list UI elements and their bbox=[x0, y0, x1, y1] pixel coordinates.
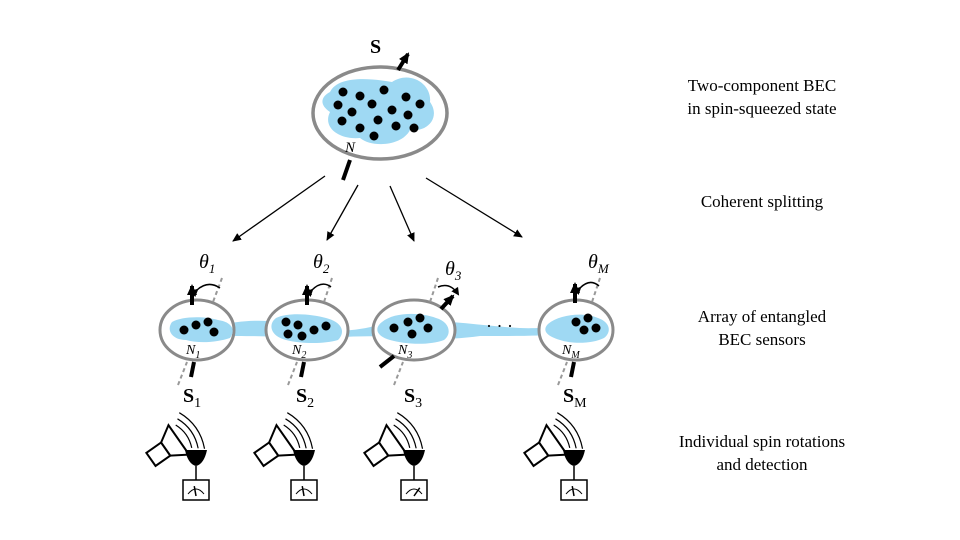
detector-dish-icon bbox=[185, 450, 207, 466]
speaker-wave-1 bbox=[283, 424, 301, 449]
sensor-m: θM NM SM bbox=[537, 251, 615, 411]
detector-dish-icon bbox=[403, 450, 425, 466]
sensor-m-spin-tail bbox=[569, 361, 576, 378]
sensor-m-rotated-axis bbox=[591, 277, 601, 303]
sensor-2-rotated-axis bbox=[323, 277, 333, 303]
meter-scale bbox=[187, 488, 205, 495]
sensor-3-s-label: S3 bbox=[404, 385, 422, 411]
sensor-1-rotated-axis bbox=[212, 277, 223, 303]
speaker-wave-1 bbox=[553, 424, 571, 449]
label-splitting: Coherent splitting bbox=[701, 192, 824, 211]
meter-box-icon bbox=[182, 479, 210, 501]
detector-dish-icon bbox=[293, 450, 315, 466]
speaker-icon bbox=[522, 412, 584, 468]
speaker-wave-1 bbox=[175, 424, 193, 449]
main-spin-label: S bbox=[370, 36, 381, 58]
sensor-1-cloud bbox=[169, 317, 233, 343]
speaker-icon bbox=[144, 412, 206, 468]
label-detect-line2: and detection bbox=[716, 455, 808, 474]
sensor-m-atoms bbox=[571, 313, 601, 335]
meter-needle bbox=[301, 486, 305, 497]
meter-box-icon bbox=[400, 479, 428, 501]
sensor-1-spin-tail bbox=[189, 361, 196, 378]
detection-units bbox=[144, 412, 588, 501]
speaker-wave-3 bbox=[556, 412, 584, 449]
speaker-wave-2 bbox=[285, 418, 307, 449]
sensor-m-cloud bbox=[545, 314, 609, 343]
meter-scale bbox=[565, 488, 583, 495]
sensor-1-axis-lower bbox=[177, 361, 188, 386]
split-arrow-3 bbox=[389, 185, 415, 242]
sensor-3-spin-arrow bbox=[439, 294, 455, 311]
splitting-arrows bbox=[232, 175, 523, 242]
meter-needle bbox=[413, 487, 421, 497]
sensor-3-theta: θ3 bbox=[445, 258, 462, 283]
meter-box-icon bbox=[290, 479, 318, 501]
sensor-m-rotation-arc bbox=[572, 281, 600, 296]
meter-scale bbox=[295, 488, 313, 495]
sensor-2-axis-lower bbox=[287, 361, 298, 386]
sensor-3-n-label: N3 bbox=[397, 343, 412, 361]
split-arrow-4 bbox=[425, 177, 523, 238]
sensor-2-rotation-arc bbox=[304, 283, 332, 298]
label-bec-line1: Two-component BEC bbox=[688, 76, 836, 95]
label-detect-line1: Individual spin rotations bbox=[679, 432, 845, 451]
meter-scale bbox=[405, 488, 423, 495]
detection-unit-1 bbox=[144, 412, 210, 501]
main-bec: S N bbox=[311, 36, 449, 181]
sensor-3-atoms bbox=[389, 313, 433, 339]
meter-box-icon bbox=[560, 479, 588, 501]
sensor-2-s-label: S2 bbox=[296, 385, 314, 411]
detector-dish-icon bbox=[563, 450, 585, 466]
detection-unit-4 bbox=[522, 412, 588, 501]
sensor-m-s-label: SM bbox=[563, 385, 587, 411]
sensor-3-axis-lower bbox=[393, 361, 404, 386]
label-bec-line2: in spin-squeezed state bbox=[687, 99, 836, 118]
split-arrow-2 bbox=[326, 184, 359, 241]
label-array-line2: BEC sensors bbox=[718, 330, 805, 349]
meter-needle bbox=[571, 486, 575, 497]
speaker-wave-1 bbox=[393, 424, 411, 449]
speaker-wave-3 bbox=[396, 412, 424, 449]
sensor-m-n-label: NM bbox=[561, 343, 580, 361]
sensor-2: θ2 N2 S2 bbox=[264, 251, 350, 411]
sensor-2-spin-tail bbox=[299, 361, 306, 378]
sensor-3-rotated-axis bbox=[429, 277, 439, 303]
sensor-m-theta: θM bbox=[588, 251, 610, 276]
main-atom-label: N bbox=[344, 140, 356, 156]
sensor-1-theta: θ1 bbox=[199, 251, 215, 276]
main-spin-tail bbox=[341, 159, 352, 181]
sensor-2-n-label: N2 bbox=[291, 343, 306, 361]
sensor-ellipsis: · · · bbox=[486, 316, 513, 336]
sensor-2-atoms bbox=[281, 317, 331, 341]
speaker-wave-3 bbox=[178, 412, 206, 449]
sensor-1-s-label: S1 bbox=[183, 385, 201, 411]
sensor-1: θ1 N1 S1 bbox=[158, 251, 236, 411]
speaker-wave-3 bbox=[286, 412, 314, 449]
split-arrow-1 bbox=[232, 175, 326, 242]
sensor-3-rotation-arc bbox=[437, 284, 460, 296]
speaker-wave-2 bbox=[395, 418, 417, 449]
sensor-3: θ3 N3 S3 bbox=[371, 258, 462, 411]
main-spin-arrow bbox=[396, 52, 410, 72]
sensor-1-rotation-arc bbox=[189, 283, 221, 297]
speaker-icon bbox=[252, 412, 314, 468]
speaker-icon bbox=[362, 412, 424, 468]
label-array-line1: Array of entangled bbox=[698, 307, 827, 326]
speaker-wave-2 bbox=[555, 418, 577, 449]
sensor-1-atoms bbox=[179, 317, 219, 337]
meter-needle bbox=[193, 486, 197, 497]
main-bec-atoms bbox=[333, 85, 425, 141]
sensor-3-cloud bbox=[377, 313, 449, 344]
sensor-3-spin-tail bbox=[378, 354, 396, 369]
speaker-wave-2 bbox=[177, 418, 199, 449]
sensor-2-theta: θ2 bbox=[313, 251, 330, 276]
sensor-1-n-label: N1 bbox=[185, 343, 200, 361]
detection-unit-3 bbox=[362, 412, 428, 501]
sensor-m-axis-lower bbox=[557, 361, 568, 386]
detection-unit-2 bbox=[252, 412, 318, 501]
